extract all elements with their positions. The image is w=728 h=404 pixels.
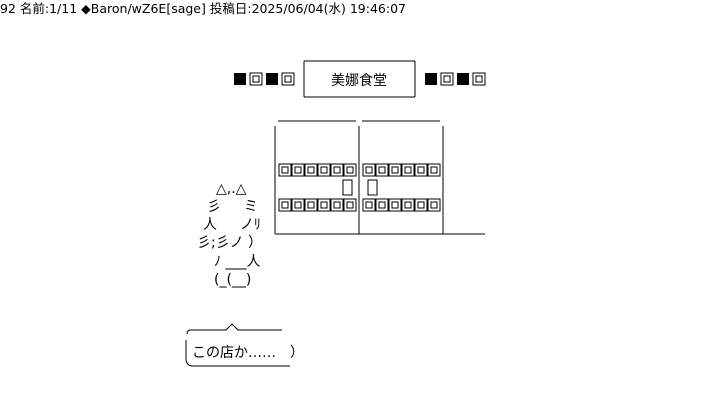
window-pane-icon [414, 198, 428, 212]
shop-building [274, 120, 485, 235]
cat-character: △,.△ 彡 ミ 人 ノﾘ 彡;彡ノ ） ﾉ ___人 (_(__) [197, 181, 262, 288]
window-pane-icon [401, 163, 415, 177]
door-handle-left-icon [342, 179, 353, 196]
name-label: 名前: [19, 1, 50, 16]
door-handles [342, 179, 378, 196]
window-pane-icon [317, 198, 331, 212]
window-pane-icon [304, 198, 318, 212]
window-pane-icon [427, 163, 441, 177]
window-pane-icon [291, 198, 305, 212]
window-row-lower [278, 198, 441, 212]
window-pane-icon [375, 198, 389, 212]
framed-square-icon [281, 72, 295, 86]
sign-decor-left [234, 72, 295, 86]
shop-sign: 美娜食堂 [303, 60, 416, 98]
window-pane-icon [362, 163, 376, 177]
filled-square-icon [266, 73, 278, 85]
framed-square-inner [252, 75, 260, 83]
framed-square-inner [475, 75, 483, 83]
bubble-close: ） [290, 345, 304, 361]
window-pane-icon [343, 163, 357, 177]
post-header: 92 名前:1/11 ◆Baron/wZ6E[sage] 投稿日:2025/06… [0, 0, 406, 18]
window-pane-icon [388, 163, 402, 177]
post-date: 2025/06/04(水) 19:46:07 [251, 1, 406, 16]
door-handle-right-icon [367, 179, 378, 196]
window-pane-icon [362, 198, 376, 212]
mail-field: [sage] [166, 1, 206, 16]
window-pane-icon [330, 198, 344, 212]
window-pane-icon [375, 163, 389, 177]
window-pane-icon [401, 198, 415, 212]
window-pane-icon [278, 163, 292, 177]
framed-square-inner [443, 75, 451, 83]
speech-bubble: この店か…… ） [185, 323, 304, 367]
window-row-upper [278, 163, 441, 177]
filled-square-icon [425, 73, 437, 85]
bubble-text: この店か…… [192, 345, 276, 361]
bubble-bottom-border [185, 359, 290, 367]
shop-name: 美娜食堂 [331, 72, 387, 89]
cat-neck: 人 ノﾘ [203, 217, 261, 233]
filled-square-icon [234, 73, 246, 85]
window-pane-icon [343, 198, 357, 212]
window-pane-icon [278, 198, 292, 212]
cat-ears: △,.△ [216, 181, 247, 197]
cat-hips: ﾉ ___人 [214, 254, 260, 270]
window-pane-icon [317, 163, 331, 177]
framed-square-icon [472, 72, 486, 86]
cat-head: 彡 ミ [207, 199, 258, 215]
window-pane-icon [330, 163, 344, 177]
post-number: 92 [0, 1, 16, 16]
window-pane-icon [304, 163, 318, 177]
framed-square-icon [249, 72, 263, 86]
window-pane-icon [388, 198, 402, 212]
name-index: 1/11 [49, 1, 78, 16]
cat-body: 彡;彡ノ ） [197, 235, 262, 251]
sign-decor-right [425, 72, 486, 86]
bubble-top-border [186, 323, 282, 335]
date-label: 投稿日: [209, 1, 252, 16]
framed-square-inner [284, 75, 292, 83]
filled-square-icon [457, 73, 469, 85]
framed-square-icon [440, 72, 454, 86]
cat-feet: (_(__) [214, 272, 251, 288]
window-pane-icon [291, 163, 305, 177]
poster-trip[interactable]: ◆Baron/wZ6E [81, 1, 167, 16]
window-pane-icon [414, 163, 428, 177]
window-pane-icon [427, 198, 441, 212]
